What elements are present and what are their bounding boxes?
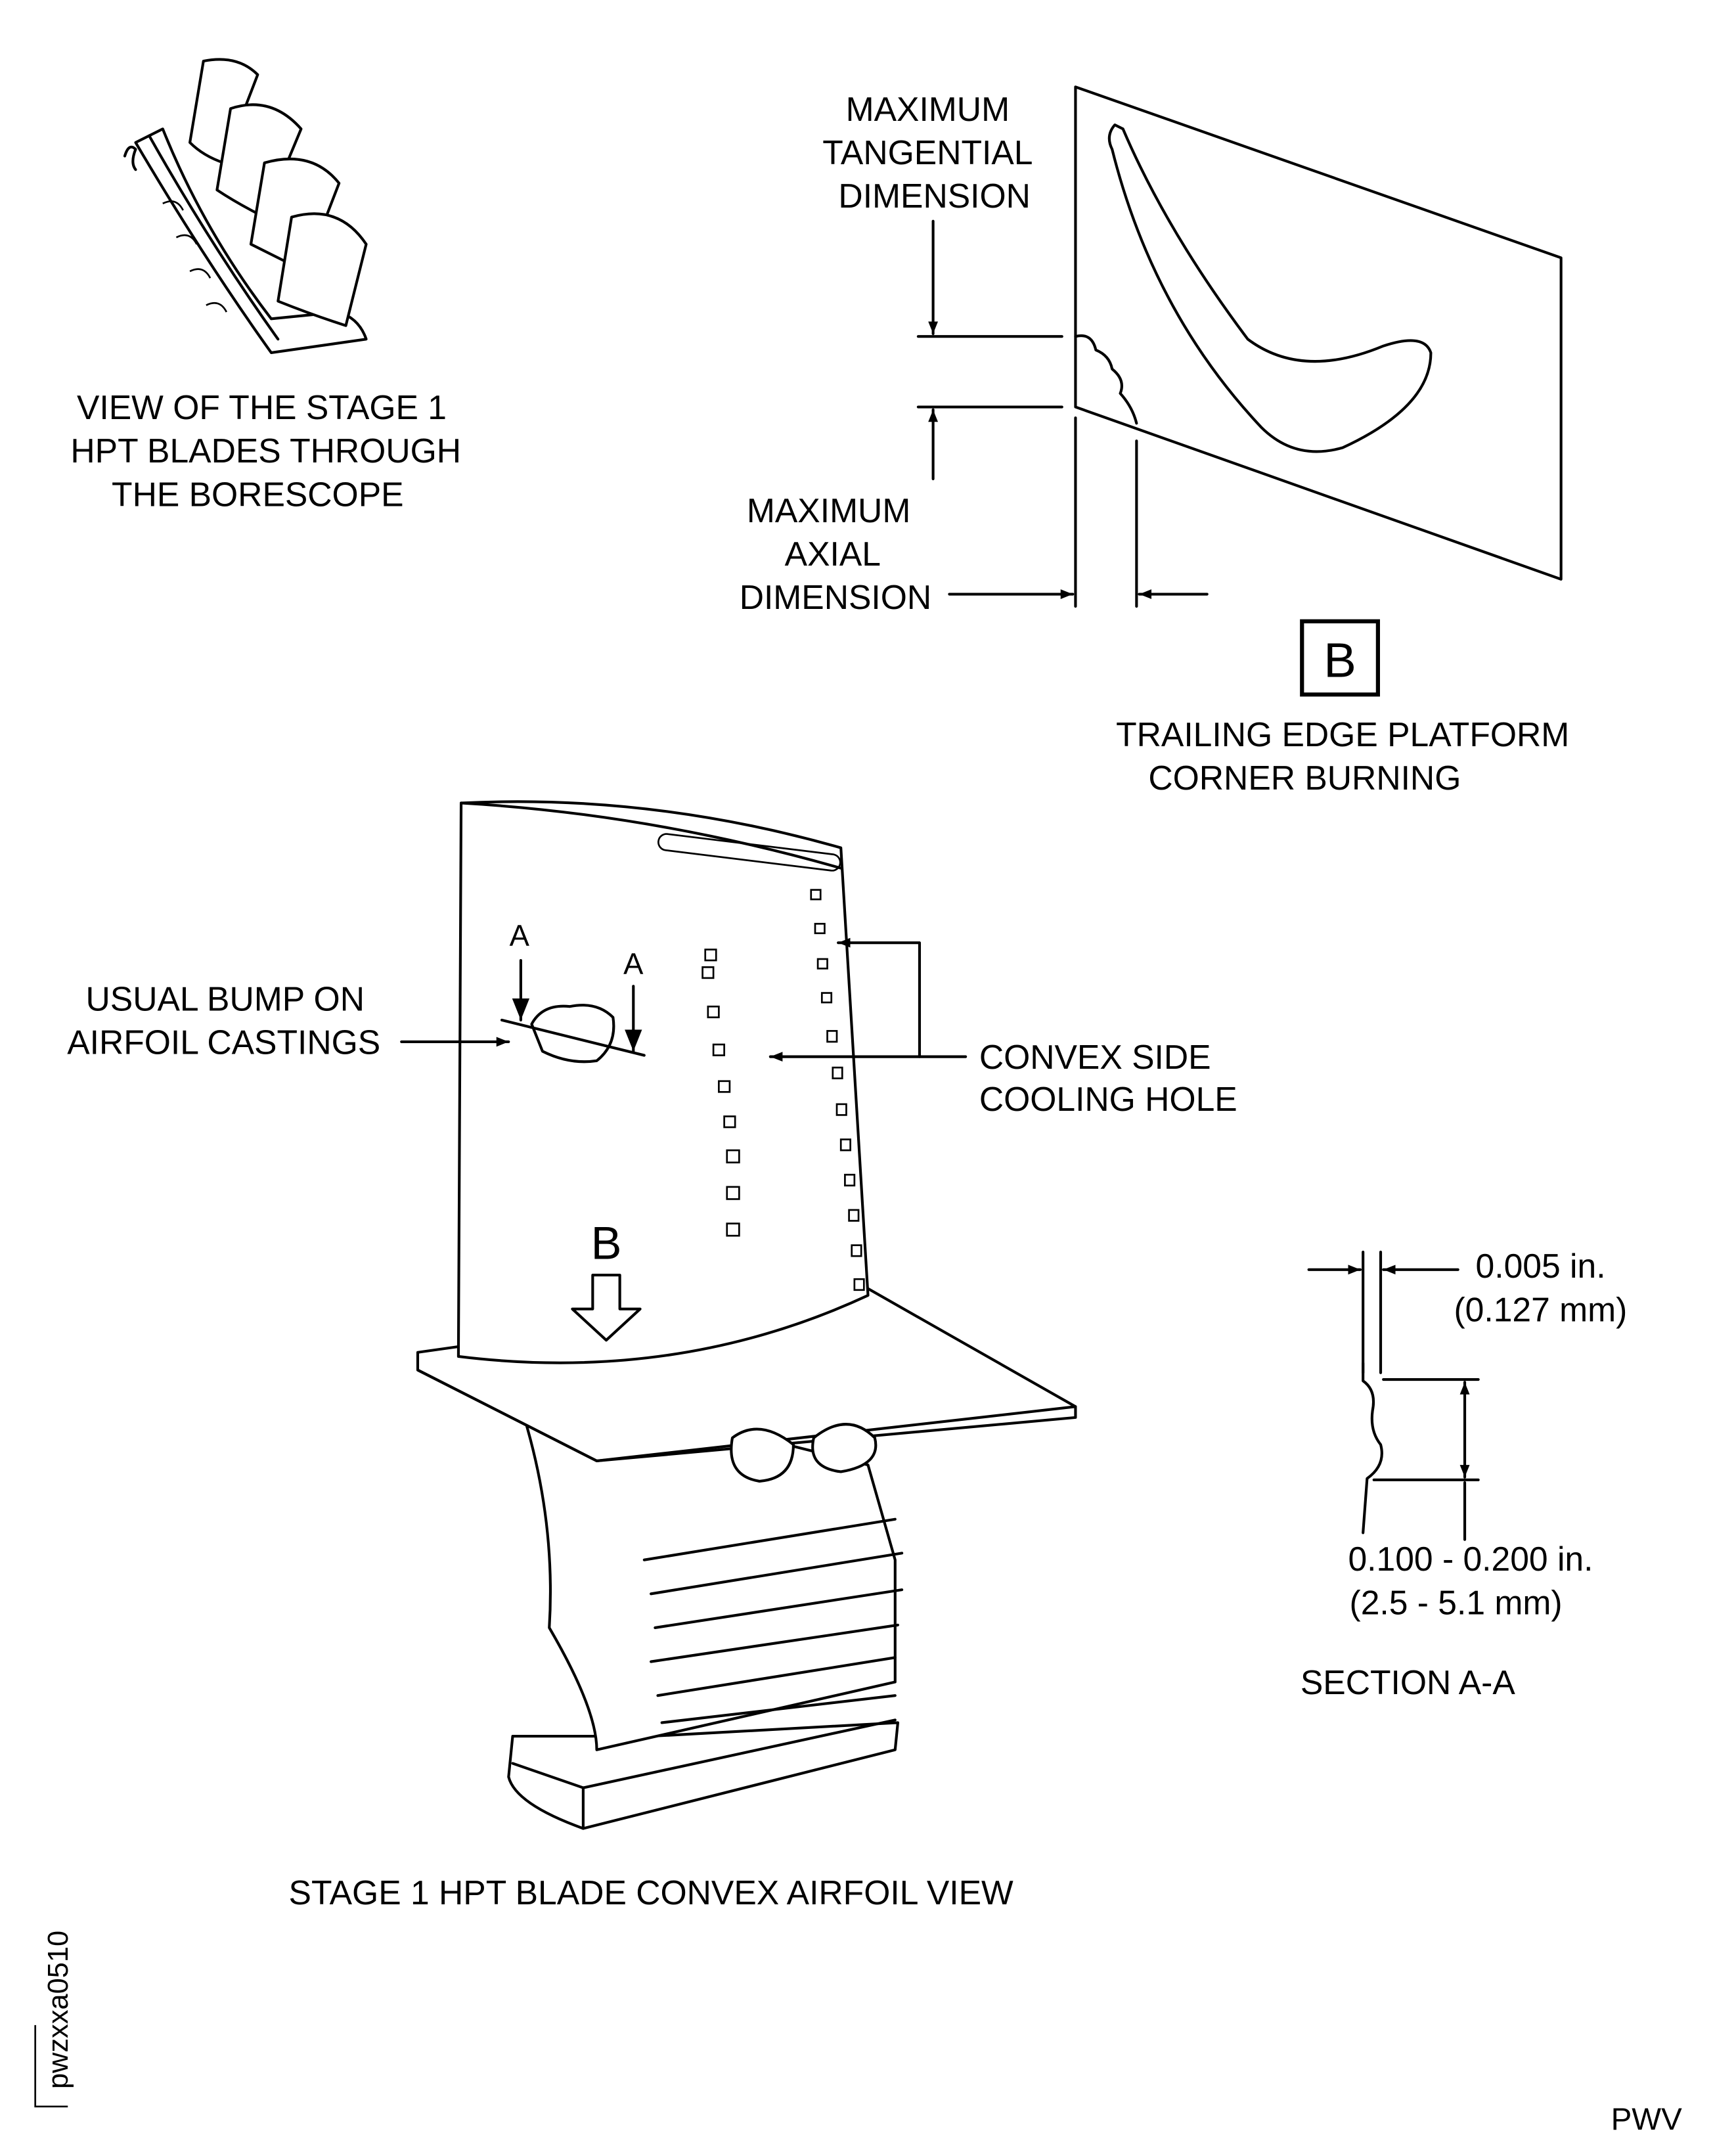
cooling-holes: [701, 889, 865, 1291]
axial-label-line3: DIMENSION: [740, 578, 931, 616]
view-b-arrow-icon: [571, 1273, 642, 1342]
footer-code: PWV: [1611, 2102, 1682, 2137]
detail-b-caption-line2: CORNER BURNING: [1148, 759, 1461, 797]
tangential-label-line2: TANGENTIAL: [822, 133, 1033, 171]
tangential-label-line3: DIMENSION: [838, 177, 1030, 215]
hpt-blade-illustration: [400, 800, 1077, 1830]
section-marker-a-right: A: [623, 947, 644, 981]
view-b-box: [1300, 619, 1380, 697]
length-mm: (2.5 - 5.1 mm): [1350, 1583, 1563, 1621]
bump-label-line2: AIRFOIL CASTINGS: [67, 1023, 380, 1061]
blade-view-caption: STAGE 1 HPT BLADE CONVEX AIRFOIL VIEW: [289, 1873, 1013, 1912]
view-b-arrow-letter: B: [591, 1217, 622, 1268]
length-inches: 0.100 - 0.200 in.: [1348, 1540, 1593, 1578]
borescope-caption-line1: VIEW OF THE STAGE 1: [77, 388, 447, 426]
axial-label-line2: AXIAL: [785, 535, 881, 573]
section-marker-a-left: A: [510, 918, 530, 952]
borescope-caption-line3: THE BORESCOPE: [112, 475, 404, 513]
axial-label-line1: MAXIMUM: [747, 491, 910, 529]
section-aa-illustration: [1307, 1250, 1480, 1541]
thickness-inches: 0.005 in.: [1476, 1247, 1606, 1285]
detail-b-illustration: [916, 85, 1563, 608]
borescope-blades-illustration: [123, 58, 368, 355]
detail-b-caption-line1: TRAILING EDGE PLATFORM: [1116, 715, 1569, 753]
cooling-label-line2: COOLING HOLE: [979, 1080, 1237, 1118]
borescope-caption-line2: HPT BLADES THROUGH: [70, 432, 461, 470]
figure-id: pwzxxa0510: [43, 1931, 74, 2089]
thickness-mm: (0.127 mm): [1454, 1290, 1628, 1328]
tangential-label-line1: MAXIMUM: [846, 90, 1010, 128]
cooling-label-line1: CONVEX SIDE: [979, 1038, 1211, 1076]
section-aa-caption: SECTION A-A: [1301, 1663, 1515, 1701]
bump-label-line1: USUAL BUMP ON: [86, 979, 365, 1018]
view-b-letter: B: [1324, 633, 1356, 687]
